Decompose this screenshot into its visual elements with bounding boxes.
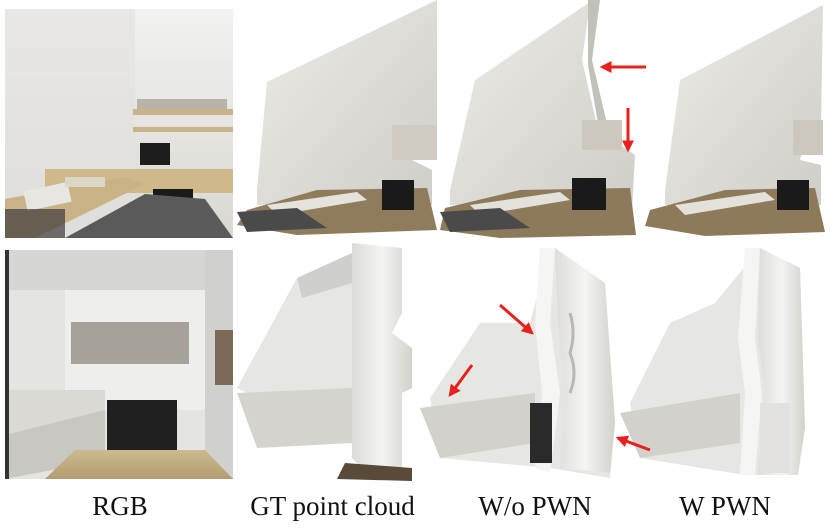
with-pwn-kitchen [620,243,831,483]
without-pwn-office [440,0,636,240]
rgb-office-image [5,9,233,238]
caption-with-pwn: W PWN [679,491,771,521]
caption-rgb: RGB [92,491,148,521]
gt-point-cloud-kitchen [237,243,439,483]
without-pwn-kitchen [420,243,634,483]
caption-gt-point-cloud: GT point cloud [250,491,415,521]
rgb-kitchen-image [5,250,233,479]
with-pwn-office [645,0,831,240]
caption-without-pwn: W/o PWN [478,491,592,521]
gt-point-cloud-office [237,0,439,238]
